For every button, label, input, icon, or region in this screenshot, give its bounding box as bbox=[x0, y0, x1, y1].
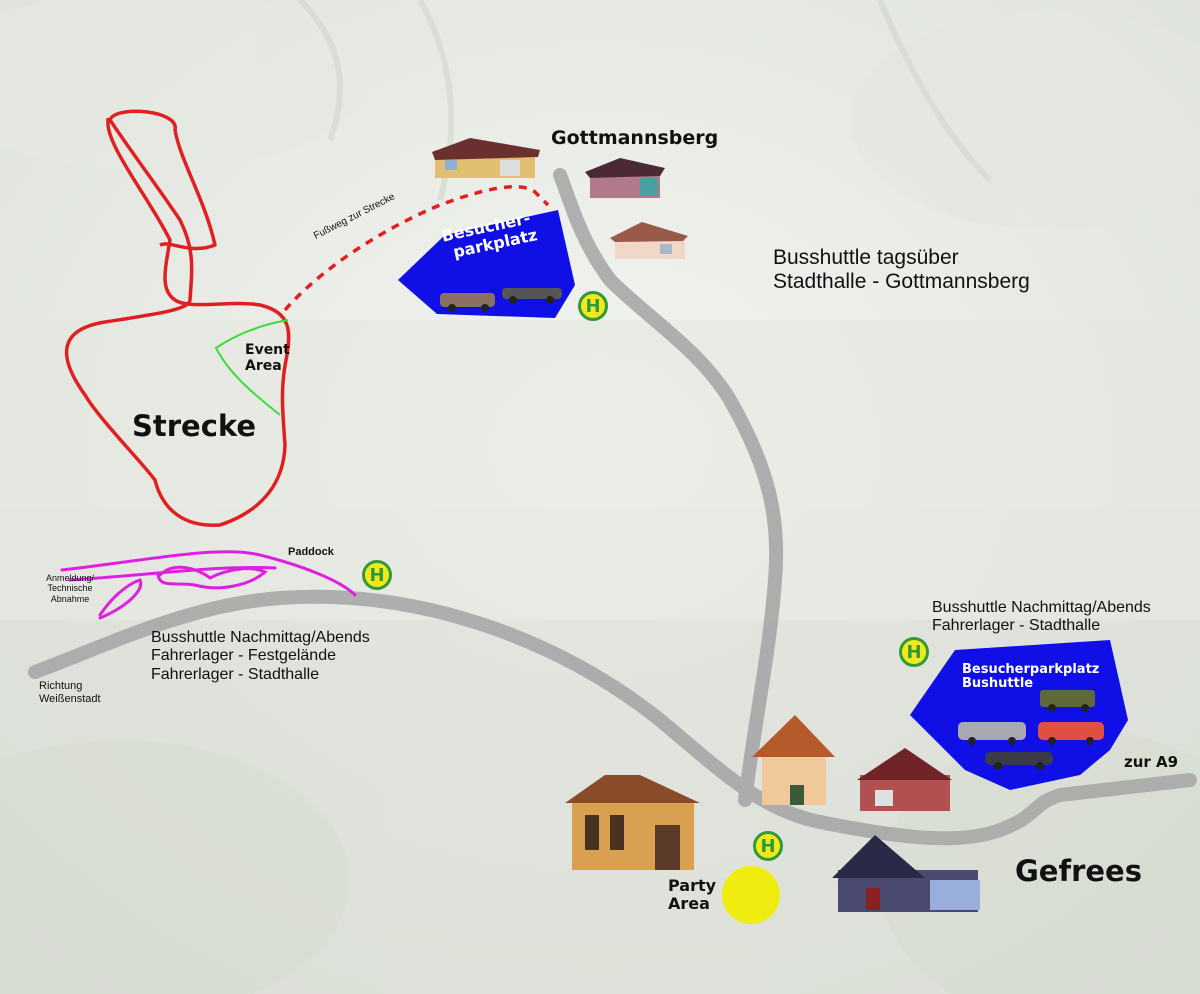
direction-line: Richtung bbox=[39, 680, 83, 692]
registration-line: Anmeldung/ bbox=[46, 573, 95, 583]
house-icon bbox=[832, 835, 980, 912]
registration-line: Abnahme bbox=[50, 593, 90, 604]
info-line: Fahrerlager - Stadthalle bbox=[932, 617, 1101, 635]
party-area-label: Party Area bbox=[668, 876, 717, 914]
info-line: Busshuttle Nachmittag/Abends bbox=[151, 629, 370, 646]
visitor-parking-east bbox=[910, 640, 1128, 790]
house-icon bbox=[752, 715, 835, 805]
event-area-line: Area bbox=[245, 358, 282, 375]
house-icon bbox=[432, 138, 540, 178]
house-icon bbox=[585, 158, 665, 198]
road-weissenstadt-gefrees bbox=[28, 589, 1197, 846]
event-area-label: Event Area bbox=[245, 342, 290, 374]
registration-label: Anmeldung/ Technische Abnahme bbox=[46, 573, 94, 604]
race-track bbox=[64, 109, 291, 527]
direction-weissenstadt-label: Richtung Weißenstadt bbox=[39, 680, 101, 705]
to-a9-label: zur A9 bbox=[1124, 753, 1179, 771]
gefrees-label: Gefrees bbox=[1015, 854, 1142, 888]
roads bbox=[28, 168, 1197, 846]
info-line: Busshuttle tagsüber bbox=[773, 246, 959, 269]
event-area-outline bbox=[214, 319, 289, 416]
party-line: Area bbox=[668, 894, 710, 914]
road-gottmannsberg bbox=[553, 168, 784, 807]
house-icon bbox=[857, 748, 952, 811]
info-line: Stadthalle - Gottmannsberg bbox=[773, 270, 1030, 294]
visitor-parking-east-label: Besucherparkplatz Bushuttle bbox=[962, 662, 1100, 692]
party-line: Party bbox=[668, 876, 717, 895]
bus-stop-icon: H bbox=[578, 291, 608, 321]
bus-stop-icon: H bbox=[362, 560, 392, 590]
car-icon bbox=[958, 722, 1026, 745]
shuttle-day-info: Busshuttle tagsüber Stadthalle - Gottman… bbox=[773, 246, 1030, 294]
registration-line: Technische bbox=[47, 583, 93, 594]
footpath-line bbox=[283, 184, 550, 312]
parking-line: Bushuttle bbox=[962, 676, 1034, 692]
bus-stop-icon: H bbox=[899, 637, 929, 667]
direction-line: Weißenstadt bbox=[39, 692, 101, 705]
event-area-line: Event bbox=[245, 342, 290, 358]
church-icon bbox=[565, 775, 700, 870]
car-icon bbox=[985, 752, 1053, 770]
car-icon bbox=[440, 293, 495, 312]
house-icon bbox=[610, 222, 688, 259]
parking-line: Besucherparkplatz bbox=[962, 662, 1100, 677]
info-line: Fahrerlager - Festgelände bbox=[151, 647, 336, 665]
paddock-label: Paddock bbox=[288, 546, 334, 558]
car-icon bbox=[1040, 690, 1095, 712]
car-icon bbox=[1038, 722, 1104, 745]
car-icon bbox=[502, 288, 562, 304]
track-label: Strecke bbox=[132, 409, 257, 443]
shuttle-afternoon-west-info: Busshuttle Nachmittag/Abends Fahrerlager… bbox=[151, 629, 370, 684]
shuttle-afternoon-east-info: Busshuttle Nachmittag/Abends Fahrerlager… bbox=[932, 599, 1151, 636]
gottmannsberg-label: Gottmannsberg bbox=[551, 127, 719, 149]
info-line: Busshuttle Nachmittag/Abends bbox=[932, 599, 1151, 616]
info-line: Fahrerlager - Stadthalle bbox=[151, 665, 320, 683]
paddock-area bbox=[60, 550, 357, 620]
party-area bbox=[722, 866, 780, 924]
bus-stop-icon: H bbox=[753, 831, 783, 861]
